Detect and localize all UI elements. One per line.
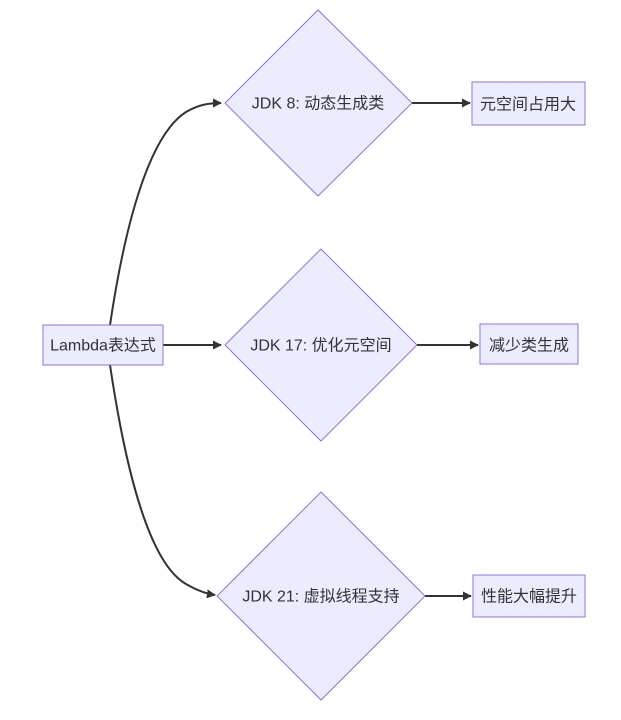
- outcome-jdk21-label: 性能大幅提升: [481, 588, 577, 606]
- outcome-jdk8-rect: [471, 81, 586, 126]
- node-outcome-jdk17: 减少类生成: [479, 323, 579, 365]
- node-source: Lambda表达式: [42, 324, 164, 366]
- decision-jdk8-diamond: [224, 9, 413, 197]
- outcome-jdk17-label: 减少类生成: [489, 337, 569, 355]
- node-decision-jdk17: JDK 17: 优化元空间: [224, 248, 418, 442]
- edge-source-to-jdk21: [109, 364, 216, 599]
- decision-jdk17-label: JDK 17: 优化元空间: [250, 337, 391, 355]
- node-outcome-jdk8: 元空间占用大: [471, 81, 586, 126]
- decision-jdk17-diamond: [224, 248, 418, 442]
- source-label: Lambda表达式: [50, 337, 156, 355]
- edge-source-to-jdk8: [109, 98, 222, 326]
- node-outcome-jdk21: 性能大幅提升: [472, 574, 586, 618]
- source-rect: [42, 324, 164, 366]
- node-decision-jdk8: JDK 8: 动态生成类: [224, 9, 413, 197]
- edge-group: [109, 98, 479, 601]
- outcome-jdk17-rect: [479, 323, 579, 365]
- decision-jdk21-label: JDK 21: 虚拟线程支持: [242, 588, 399, 606]
- decision-jdk21-diamond: [216, 491, 426, 701]
- decision-jdk8-label: JDK 8: 动态生成类: [252, 95, 384, 113]
- outcome-jdk8-label: 元空间占用大: [480, 96, 576, 114]
- outcome-jdk21-rect: [472, 574, 586, 618]
- node-decision-jdk21: JDK 21: 虚拟线程支持: [216, 491, 426, 701]
